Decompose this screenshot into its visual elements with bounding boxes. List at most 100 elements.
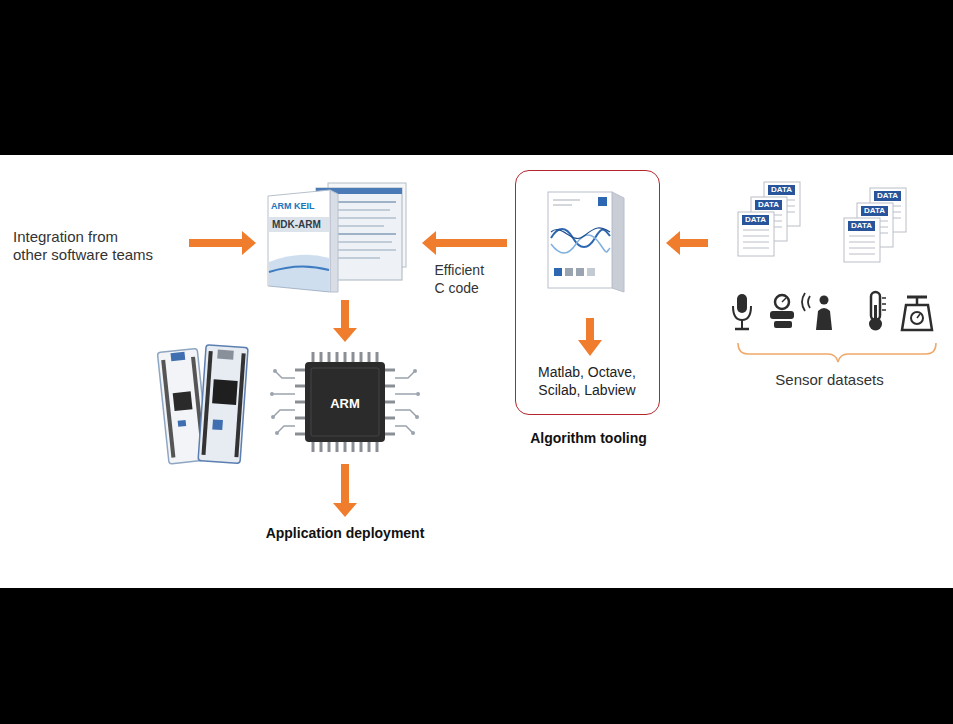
arm-chip — [385, 385, 395, 388]
arm-chip — [352, 442, 355, 452]
chip-node: ARM — [290, 348, 400, 458]
arm-chip — [415, 415, 419, 419]
arrow-connector — [189, 231, 256, 255]
arm-chip — [328, 352, 331, 362]
filter-tool-box — [612, 192, 624, 292]
pressure-sensor-icon — [770, 311, 794, 319]
arm-chip — [336, 442, 339, 452]
arm-chip — [276, 372, 295, 378]
arm-chip — [295, 417, 305, 420]
dev-board — [212, 379, 238, 405]
dev-board — [212, 419, 223, 430]
data-documents — [849, 242, 875, 243]
tool-output: Matlab, Octave, Scilab, Labview — [527, 363, 647, 399]
filter-tool-box — [565, 268, 573, 276]
group-bracket — [738, 343, 936, 362]
keil-product-box — [336, 225, 384, 227]
orange-arrow — [586, 318, 594, 342]
arm-chip — [295, 401, 305, 404]
microphone-icon — [741, 320, 743, 328]
text-node: Application deployment — [245, 525, 445, 541]
arrow-connector — [422, 231, 507, 255]
pressure-sensor-icon — [774, 321, 792, 328]
node-text: Integration from other software teams — [13, 228, 154, 264]
letterbox-bar — [0, 588, 953, 724]
filter-tool-box — [551, 228, 610, 239]
keil-product-box — [336, 209, 390, 211]
arm-chip — [336, 352, 339, 362]
product-box: ARM KEIL MDK-ARM — [262, 182, 402, 292]
data-documents — [743, 230, 769, 231]
filter-tool-box — [587, 268, 595, 276]
arrow-head — [242, 231, 256, 255]
pressure-sensor-icon — [775, 295, 789, 309]
arrow-shaft — [679, 239, 708, 247]
arm-chip — [416, 392, 420, 396]
arm-chip — [328, 442, 331, 452]
filter-tool-box — [548, 192, 612, 288]
pressure-sensor-icon — [770, 295, 794, 328]
dev-board — [198, 345, 248, 464]
node-text: MDK-ARM — [272, 218, 321, 231]
keil-product-box — [336, 257, 380, 259]
arm-chip — [395, 372, 414, 378]
dev-board — [173, 391, 193, 411]
arrow-head — [666, 231, 680, 255]
arm-chip — [413, 369, 417, 373]
microphone-icon — [733, 294, 751, 329]
data-documents — [738, 182, 906, 262]
thermometer-icon — [882, 303, 886, 305]
microphone-icon — [735, 328, 749, 331]
data-documents — [844, 218, 880, 262]
keil-product-box — [336, 233, 396, 235]
keil-product-box — [269, 217, 329, 232]
arm-chip — [385, 369, 395, 372]
arm-chip — [352, 352, 355, 362]
arrow-connector — [333, 464, 357, 517]
scale-icon — [911, 312, 923, 324]
filter-tool-box — [548, 192, 624, 292]
arrow-shaft — [341, 300, 349, 329]
keil-product-box — [269, 266, 329, 272]
keil-product-box — [336, 249, 396, 251]
thermometer-icon — [882, 309, 886, 311]
arm-chip — [274, 393, 295, 395]
keil-product-box — [336, 201, 396, 203]
scale-icon — [917, 314, 920, 318]
dev-board — [161, 360, 175, 458]
arm-chip — [411, 431, 415, 435]
arm-chip — [295, 385, 305, 388]
scale-icon — [902, 297, 932, 330]
dev-board — [171, 352, 186, 361]
arm-chip — [395, 393, 416, 395]
node-text: ARM KEIL — [271, 201, 315, 212]
edge-label: Efficient C code — [434, 261, 498, 297]
arm-chip — [278, 426, 295, 432]
microphone-icon — [737, 294, 747, 313]
motion-sensor-icon — [802, 293, 832, 330]
text-node: Integration from other software teams — [13, 228, 154, 264]
keil-product-box — [269, 255, 329, 292]
data-documents — [738, 212, 774, 256]
arm-chip — [295, 433, 305, 436]
data-documents — [849, 236, 875, 237]
motion-sensor-icon — [802, 293, 805, 311]
filter-tool-box — [554, 268, 562, 276]
arm-chip — [360, 442, 363, 452]
data-tag: DATA — [768, 185, 795, 195]
dev-board — [201, 351, 212, 455]
arm-chip — [344, 442, 347, 452]
scale-icon — [902, 305, 932, 330]
arm-chip — [395, 410, 416, 416]
data-documents — [743, 248, 769, 249]
motion-sensor-icon — [808, 296, 810, 308]
arm-chip — [376, 352, 379, 362]
arm-chip — [368, 442, 371, 452]
pressure-sensor-icon — [782, 298, 786, 302]
data-documents — [849, 248, 875, 249]
arrow-shaft — [435, 239, 507, 247]
keil-product-box — [268, 183, 406, 292]
